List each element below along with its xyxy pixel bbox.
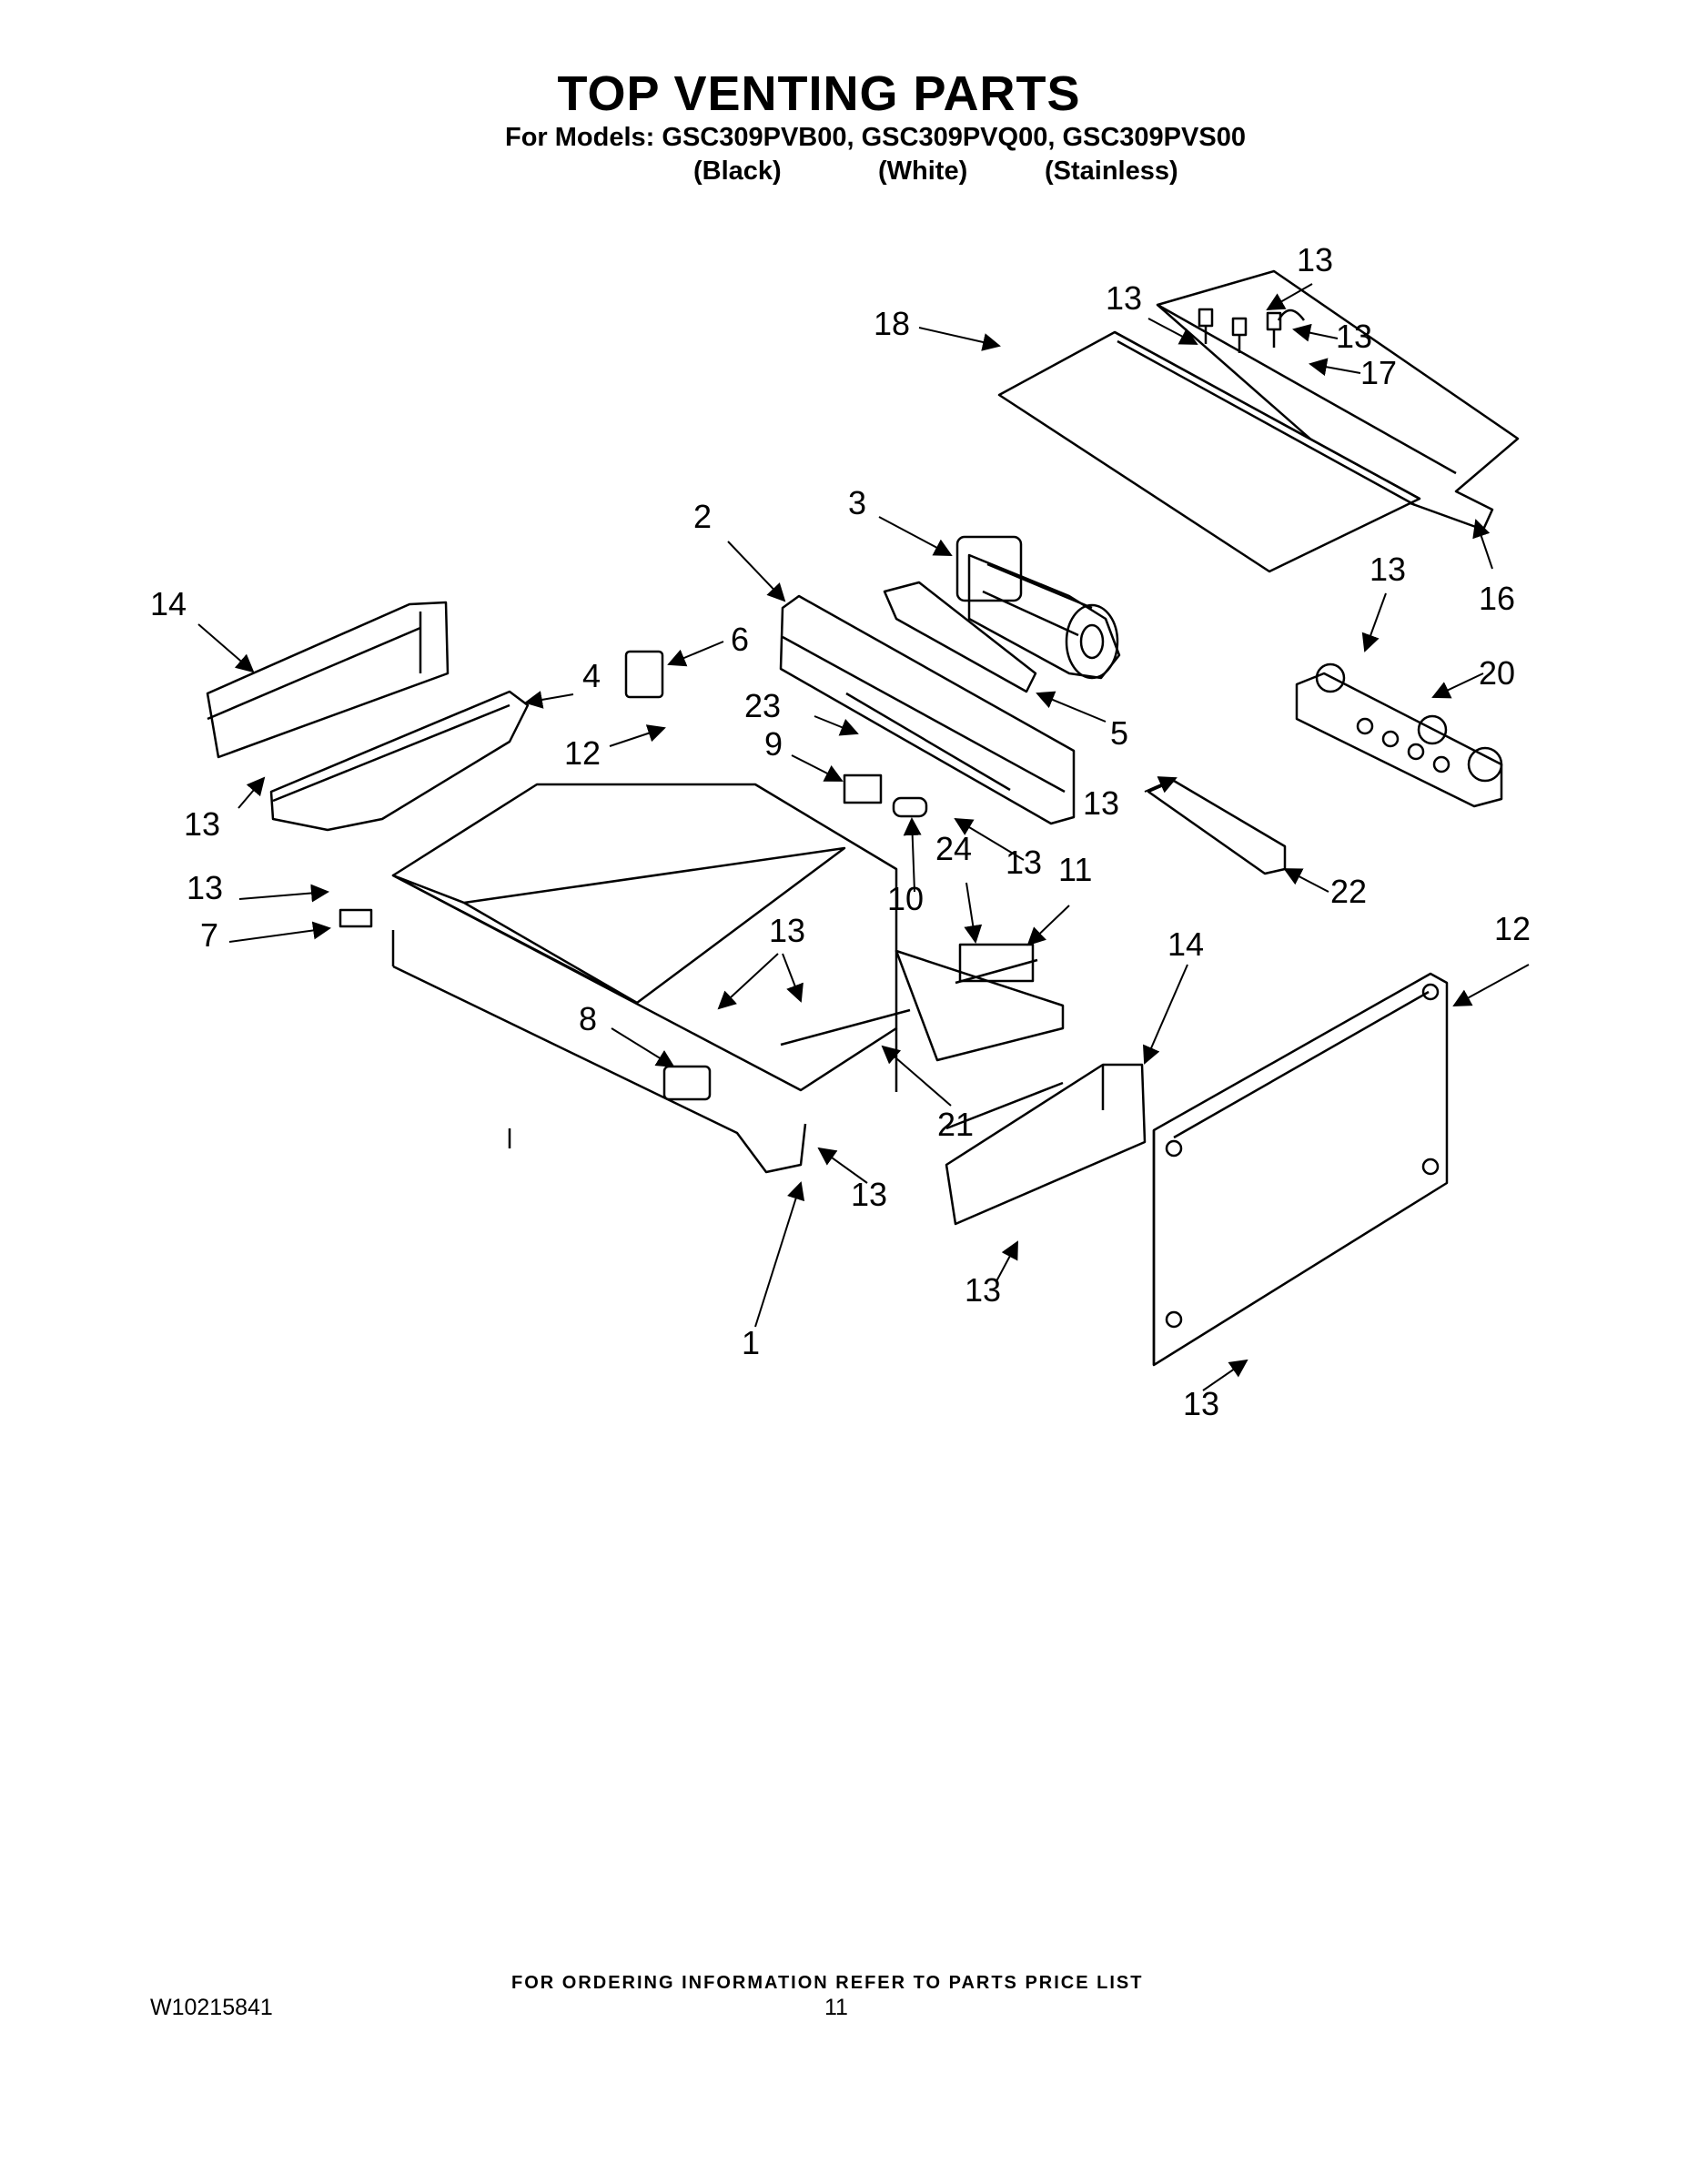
part-10-fuse <box>892 796 928 818</box>
callout-label: 7 <box>200 916 218 954</box>
callout-label: 13 <box>1106 279 1142 317</box>
callout-label: 13 <box>769 912 805 949</box>
part-12-front-panel <box>1152 972 1449 1367</box>
screws-top <box>1198 308 1282 353</box>
callout-label: 1 <box>742 1324 760 1361</box>
callout-label: 13 <box>1083 784 1119 822</box>
part-7-clip <box>339 908 373 928</box>
part-6-switch <box>624 650 664 699</box>
callout-label: 13 <box>1336 318 1372 355</box>
callout-label: 20 <box>1479 654 1515 692</box>
part-22-bracket <box>1147 779 1287 875</box>
part-5-plate <box>883 581 1037 693</box>
part-17-clamp <box>1277 308 1306 321</box>
callout-label: 12 <box>564 734 601 772</box>
callout-label: 6 <box>731 621 749 658</box>
part-2-bracket <box>779 594 1076 825</box>
callout-label: 13 <box>1006 844 1042 881</box>
color-black: (Black) <box>693 157 782 186</box>
callout-label: 14 <box>1167 925 1204 963</box>
callout-labels: 13 13 13 18 17 3 16 2 14 6 4 23 12 9 13 … <box>150 241 1531 1422</box>
color-stainless: (Stainless) <box>1045 157 1178 186</box>
part-20-control-board <box>1295 662 1503 808</box>
part-11-terminal-block <box>958 943 1035 983</box>
part-14-left-bracket <box>206 601 450 759</box>
models-line: For Models: GSC309PVB00, GSC309PVQ00, GS… <box>505 123 1246 152</box>
callout-label: 10 <box>887 880 924 917</box>
callout-label: 13 <box>1370 551 1406 588</box>
callout-label: 13 <box>184 805 220 843</box>
callout-label: 21 <box>937 1106 974 1143</box>
callout-label: 5 <box>1110 714 1128 752</box>
callout-label: 13 <box>187 869 223 906</box>
base-tray <box>895 949 1065 1130</box>
callout-label: 4 <box>582 657 601 694</box>
document-number: W10215841 <box>150 1995 273 2020</box>
callout-label: 24 <box>935 830 972 867</box>
callout-label: 23 <box>744 687 781 724</box>
part-8-latch <box>662 1065 712 1101</box>
part-1-duct <box>391 783 911 1174</box>
callout-label: 12 <box>1494 910 1531 947</box>
callout-label: 13 <box>1297 241 1333 278</box>
callout-label: 8 <box>579 1000 597 1037</box>
part-18-cover <box>997 330 1421 573</box>
callout-label: 3 <box>848 484 866 521</box>
callout-label: 13 <box>1183 1385 1219 1422</box>
callout-label: 22 <box>1330 873 1367 910</box>
page-number: 11 <box>824 1995 848 2020</box>
part-14-right-bracket <box>945 1063 1147 1226</box>
callout-label: 16 <box>1479 580 1515 617</box>
page-title: TOP VENTING PARTS <box>557 66 1081 121</box>
part-3-fan-motor <box>955 535 1121 680</box>
part-4-plate <box>269 690 530 832</box>
color-white: (White) <box>878 157 968 186</box>
part-9-terminal <box>843 774 883 804</box>
ordering-note: FOR ORDERING INFORMATION REFER TO PARTS … <box>511 1973 1144 1993</box>
callout-label: 13 <box>965 1271 1001 1309</box>
callout-label: 14 <box>150 585 187 622</box>
leader-lines <box>197 283 1530 1391</box>
callout-label: 9 <box>764 725 783 763</box>
callout-label: 11 <box>1058 851 1092 888</box>
callout-label: 18 <box>874 305 910 342</box>
callout-label: 2 <box>693 498 712 535</box>
callout-label: 17 <box>1360 354 1397 391</box>
callout-label: 13 <box>851 1176 887 1213</box>
